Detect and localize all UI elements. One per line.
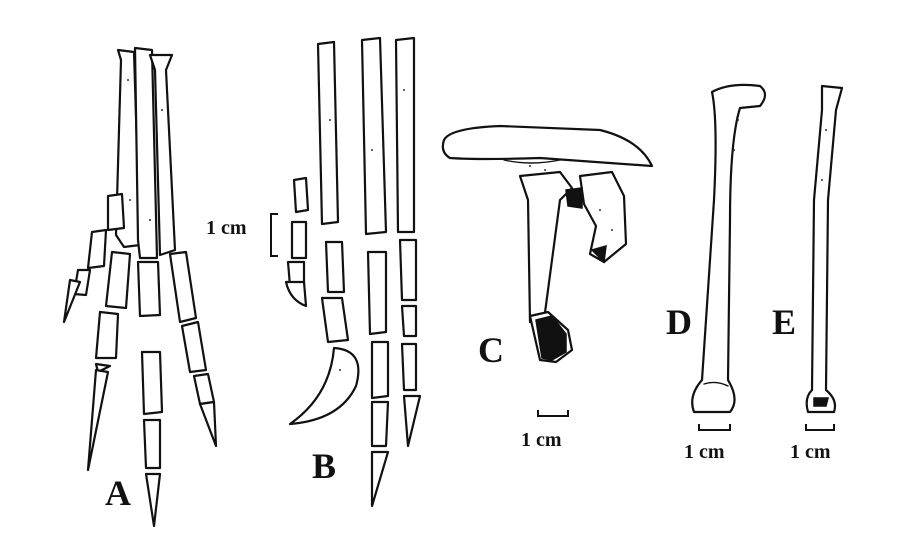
panel-e-bone [805, 84, 844, 414]
panel-d-scale-label: 1 cm [684, 441, 725, 463]
panel-d-long-bone [691, 83, 767, 414]
panel-b-digit-2-phalanx-2 [324, 240, 346, 294]
panel-b-digit-3-phalanx-4 [370, 400, 390, 448]
panel-c-scale-label: 1 cm [521, 429, 562, 451]
panel-a-toe-1-claw [62, 278, 82, 324]
panel-a-toe-2-claw [86, 368, 110, 472]
panel-b-digit-1-phalanx-2 [290, 220, 308, 260]
panel-e-scale-label: 1 cm [790, 441, 831, 463]
panel-a-toe-4-phalanx-2 [180, 320, 208, 374]
panel-e-long-bone [805, 84, 844, 414]
panel-a-toe-3-phalanx-3 [142, 418, 162, 470]
panel-b-digit-3-phalanx-1 [360, 36, 388, 236]
panel-a-toe-2-phalanx-1 [104, 250, 132, 310]
panel-c-process-shading [590, 244, 607, 264]
panel-a-toe-4-phalanx-1 [168, 250, 198, 324]
panel-e-scale-bar [805, 424, 835, 431]
panel-c-suture [503, 159, 561, 164]
panel-a-toe-3-phalanx-1 [136, 260, 162, 318]
panel-b-digit-2-phalanx-3 [320, 296, 350, 344]
panel-b-digit-2-claw [288, 346, 360, 426]
panel-c-letter: C [478, 330, 504, 370]
panel-a-metatarsal-4 [148, 53, 177, 257]
panel-b-digit-1-claw [284, 280, 308, 308]
panel-b-digit-1-phalanx-1 [292, 176, 310, 214]
panel-a-toe-1-phalanx-1 [106, 192, 126, 232]
panel-e-epiphysis-shading [813, 397, 829, 407]
panel-b-digit-3-phalanx-2 [366, 250, 388, 336]
panel-b-digit-4-claw [402, 394, 422, 448]
panel-c-bone [441, 124, 654, 364]
panel-a-toe-4-phalanx-3 [192, 372, 216, 406]
panel-b-foot [284, 36, 422, 508]
panel-a-toe-2-phalanx-2 [94, 310, 120, 360]
panel-b-digit-3-phalanx-3 [370, 340, 390, 400]
panel-d-scale-bar [698, 424, 731, 431]
panel-d-letter: D [666, 302, 692, 342]
panel-c-crest [441, 124, 654, 168]
panel-b-digit-3-claw [370, 450, 390, 508]
panel-a-letter: A [105, 473, 131, 513]
panel-c-head-shading [535, 315, 567, 361]
panel-b-digit-4-phalanx-4 [400, 342, 418, 392]
panel-b-digit-2-phalanx-1 [316, 40, 340, 226]
panel-a-toe-4-claw [198, 400, 218, 448]
panel-c-joint-shading [565, 187, 583, 209]
panel-b-scale-label: 1 cm [206, 217, 247, 239]
panel-a-toe-3-phalanx-2 [140, 350, 164, 416]
panel-a-toe-1-phalanx-2 [86, 228, 108, 270]
panel-c-shaft [518, 170, 574, 324]
panel-b-scale-bar [270, 213, 278, 257]
panel-b-digit-4-phalanx-1 [394, 36, 416, 234]
panel-a-toe-3-claw [144, 472, 162, 528]
panel-a-foot [62, 46, 218, 528]
panel-e-letter: E [772, 302, 796, 342]
panel-b-letter: B [312, 446, 336, 486]
panel-a-metatarsal-3 [133, 46, 159, 260]
panel-c-scale-bar [537, 410, 569, 417]
panel-b-digit-4-phalanx-3 [400, 304, 418, 338]
panel-d-bone [691, 83, 767, 414]
panel-b-digit-4-phalanx-2 [398, 238, 418, 302]
panel-d-line [703, 381, 729, 387]
